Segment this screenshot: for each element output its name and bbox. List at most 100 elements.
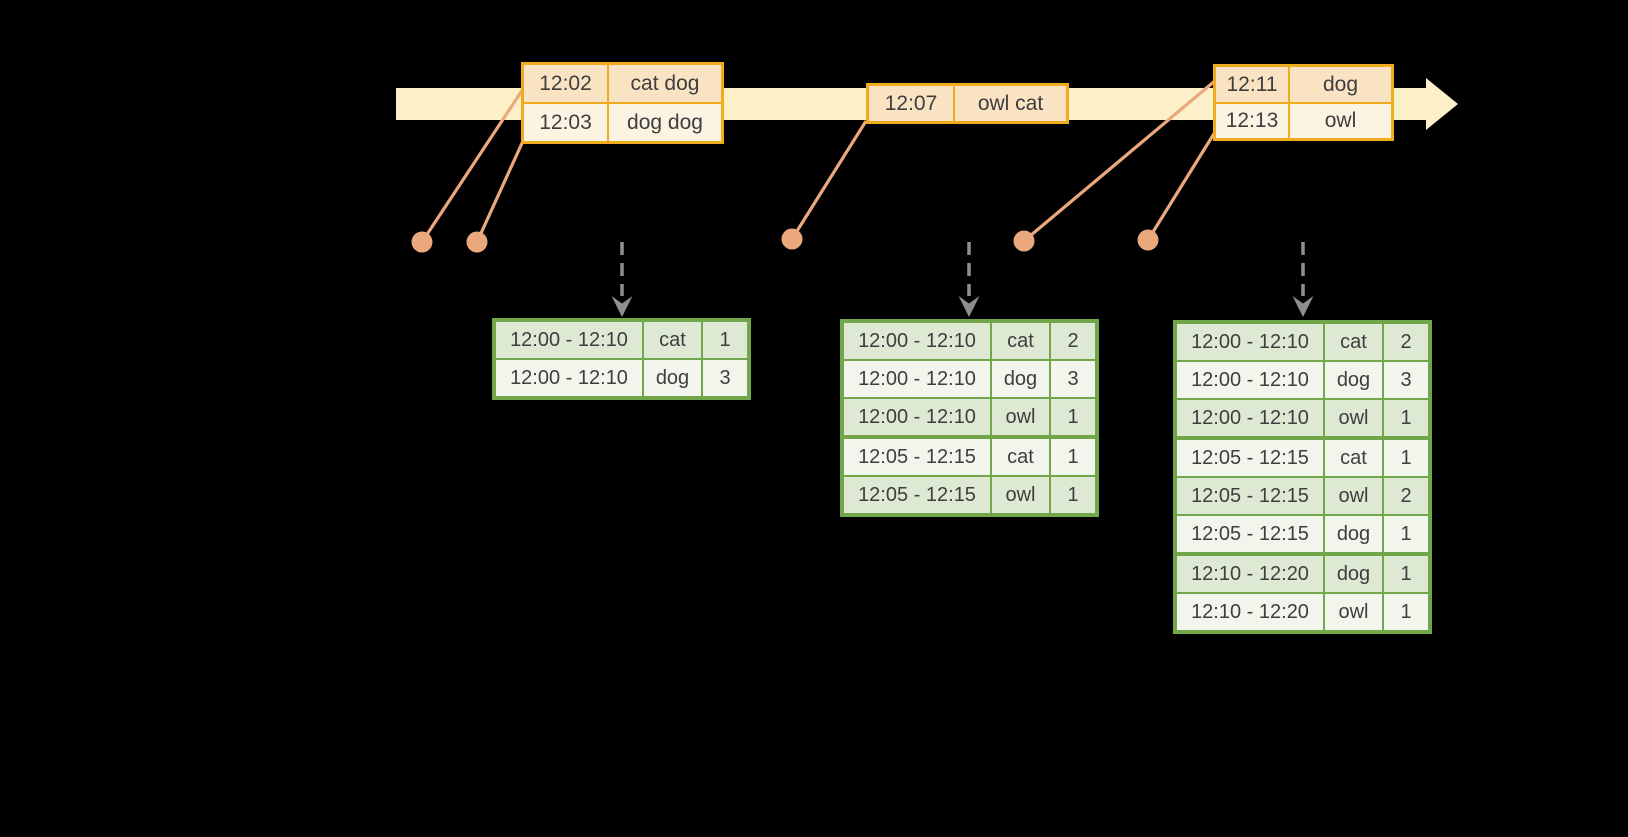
event-connectors [420, 78, 1218, 243]
trigger-arrowhead-icon [611, 296, 633, 317]
event-dot [1137, 229, 1159, 251]
word-cell: owl [1325, 478, 1382, 514]
event-time-cell: 12:02 [524, 65, 607, 102]
event-row: 12:02 cat dog [524, 65, 721, 102]
table-row: 12:00 - 12:10 dog 3 [1177, 362, 1428, 398]
table-row: 12:00 - 12:10 dog 3 [844, 361, 1095, 397]
window-group: 12:00 - 12:10 cat 2 12:00 - 12:10 dog 3 … [1177, 324, 1428, 436]
table-row: 12:05 - 12:15 dog 1 [1177, 516, 1428, 552]
count-cell: 2 [1384, 478, 1428, 514]
window-cell: 12:05 - 12:15 [844, 439, 990, 475]
event-words-cell: owl cat [955, 86, 1066, 121]
table-row: 12:10 - 12:20 dog 1 [1177, 556, 1428, 592]
event-dot [1013, 230, 1035, 252]
event-time-cell: 12:13 [1216, 104, 1288, 138]
table-row: 12:10 - 12:20 owl 1 [1177, 594, 1428, 630]
table-row: 12:00 - 12:10 owl 1 [1177, 400, 1428, 436]
word-cell: cat [1325, 324, 1382, 360]
event-connector-line [1022, 78, 1218, 243]
count-cell: 1 [703, 322, 747, 358]
count-cell: 1 [1384, 440, 1428, 476]
event-time-cell: 12:11 [1216, 67, 1288, 102]
window-cell: 12:00 - 12:10 [1177, 362, 1323, 398]
table-row: 12:05 - 12:15 owl 2 [1177, 478, 1428, 514]
count-cell: 1 [1384, 594, 1428, 630]
window-group: 12:05 - 12:15 cat 1 12:05 - 12:15 owl 1 [844, 439, 1095, 513]
event-words-cell: owl [1290, 104, 1391, 138]
table-row: 12:05 - 12:15 owl 1 [844, 477, 1095, 513]
word-cell: owl [1325, 594, 1382, 630]
count-cell: 1 [1384, 516, 1428, 552]
table-row: 12:00 - 12:10 dog 3 [496, 360, 747, 396]
count-cell: 2 [1051, 323, 1095, 359]
count-cell: 3 [1384, 362, 1428, 398]
window-group: 12:00 - 12:10 cat 1 12:00 - 12:10 dog 3 [496, 322, 747, 396]
table-row: 12:00 - 12:10 owl 1 [844, 399, 1095, 435]
table-row: 12:05 - 12:15 cat 1 [1177, 440, 1428, 476]
count-cell: 1 [1051, 439, 1095, 475]
result-table-3: 12:00 - 12:10 cat 2 12:00 - 12:10 dog 3 … [1173, 320, 1432, 634]
event-time-cell: 12:03 [524, 104, 607, 141]
word-cell: dog [1325, 362, 1382, 398]
event-row: 12:13 owl [1216, 104, 1391, 138]
result-table-2: 12:00 - 12:10 cat 2 12:00 - 12:10 dog 3 … [840, 319, 1099, 517]
window-cell: 12:10 - 12:20 [1177, 556, 1323, 592]
event-dots [411, 228, 1159, 253]
window-cell: 12:05 - 12:15 [1177, 440, 1323, 476]
count-cell: 2 [1384, 324, 1428, 360]
event-words-cell: dog dog [609, 104, 721, 141]
event-box-3: 12:11 dog 12:13 owl [1213, 64, 1394, 141]
window-cell: 12:05 - 12:15 [1177, 516, 1323, 552]
word-cell: dog [644, 360, 701, 396]
table-row: 12:00 - 12:10 cat 2 [844, 323, 1095, 359]
event-row: 12:11 dog [1216, 67, 1391, 102]
trigger-arrowhead-icon [958, 296, 980, 317]
word-cell: owl [1325, 400, 1382, 436]
event-row: 12:07 owl cat [869, 86, 1066, 121]
event-row: 12:03 dog dog [524, 104, 721, 141]
word-cell: dog [992, 361, 1049, 397]
word-cell: cat [992, 439, 1049, 475]
count-cell: 3 [1051, 361, 1095, 397]
window-group: 12:10 - 12:20 dog 1 12:10 - 12:20 owl 1 [1177, 556, 1428, 630]
word-cell: owl [992, 399, 1049, 435]
event-dot [466, 231, 488, 253]
window-cell: 12:00 - 12:10 [844, 399, 990, 435]
word-cell: cat [1325, 440, 1382, 476]
count-cell: 1 [1051, 477, 1095, 513]
event-box-2: 12:07 owl cat [866, 83, 1069, 124]
window-cell: 12:00 - 12:10 [844, 323, 990, 359]
window-cell: 12:10 - 12:20 [1177, 594, 1323, 630]
event-dot [781, 228, 803, 250]
window-cell: 12:05 - 12:15 [844, 477, 990, 513]
count-cell: 1 [1384, 400, 1428, 436]
word-cell: dog [1325, 516, 1382, 552]
event-connector-line [790, 120, 868, 240]
window-group: 12:05 - 12:15 cat 1 12:05 - 12:15 owl 2 … [1177, 440, 1428, 552]
word-cell: cat [992, 323, 1049, 359]
result-table-1: 12:00 - 12:10 cat 1 12:00 - 12:10 dog 3 [492, 318, 751, 400]
event-connector-line [1146, 131, 1217, 241]
window-cell: 12:00 - 12:10 [496, 322, 642, 358]
event-dot [411, 231, 433, 253]
event-words-cell: dog [1290, 67, 1391, 102]
event-connector-line [475, 140, 525, 243]
window-cell: 12:00 - 12:10 [1177, 400, 1323, 436]
trigger-arrows [611, 242, 1314, 317]
word-cell: owl [992, 477, 1049, 513]
window-cell: 12:00 - 12:10 [496, 360, 642, 396]
table-row: 12:05 - 12:15 cat 1 [844, 439, 1095, 475]
count-cell: 1 [1051, 399, 1095, 435]
window-cell: 12:05 - 12:15 [1177, 478, 1323, 514]
window-group: 12:00 - 12:10 cat 2 12:00 - 12:10 dog 3 … [844, 323, 1095, 435]
trigger-arrowhead-icon [1292, 296, 1314, 317]
window-cell: 12:00 - 12:10 [1177, 324, 1323, 360]
event-time-cell: 12:07 [869, 86, 953, 121]
event-words-cell: cat dog [609, 65, 721, 102]
table-row: 12:00 - 12:10 cat 1 [496, 322, 747, 358]
word-cell: dog [1325, 556, 1382, 592]
event-connector-line [420, 88, 525, 243]
timeline-arrowhead-icon [1426, 78, 1458, 130]
count-cell: 3 [703, 360, 747, 396]
